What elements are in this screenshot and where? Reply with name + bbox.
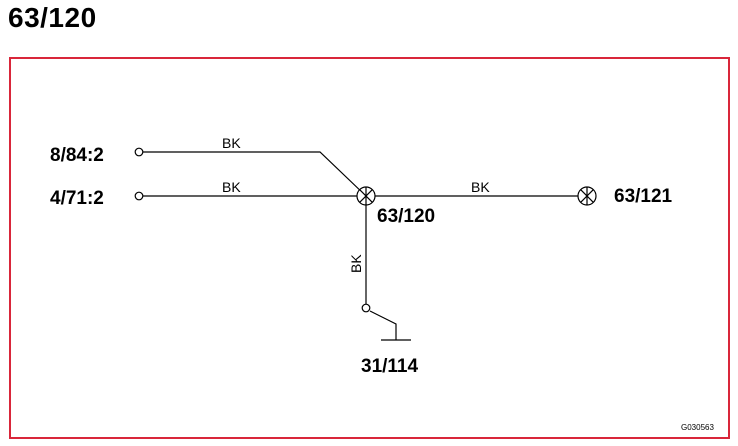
wire-label-right: BK	[471, 179, 490, 195]
terminal-left-bottom	[134, 191, 144, 201]
page-title: 63/120	[8, 2, 97, 33]
wire-label-down: BK	[348, 254, 364, 273]
figure-code: G030563	[681, 423, 714, 432]
wire-label-bottom-left: BK	[222, 179, 241, 195]
connector-label-center: 63/120	[377, 206, 435, 227]
connector-label-left-bottom: 4/71:2	[50, 188, 104, 209]
wire-top-left	[143, 151, 367, 197]
connector-label-right: 63/121	[614, 186, 673, 207]
terminal-left-top	[134, 147, 144, 157]
connector-label-left-top: 8/84:2	[50, 145, 104, 166]
wire-label-top-left: BK	[222, 135, 241, 151]
terminal-ground-switch	[361, 303, 371, 313]
splice-icon	[577, 186, 597, 206]
splice-icon	[356, 186, 376, 206]
connector-label-ground: 31/114	[361, 356, 418, 377]
diagram-frame	[9, 57, 730, 439]
ground-icon	[369, 310, 411, 341]
